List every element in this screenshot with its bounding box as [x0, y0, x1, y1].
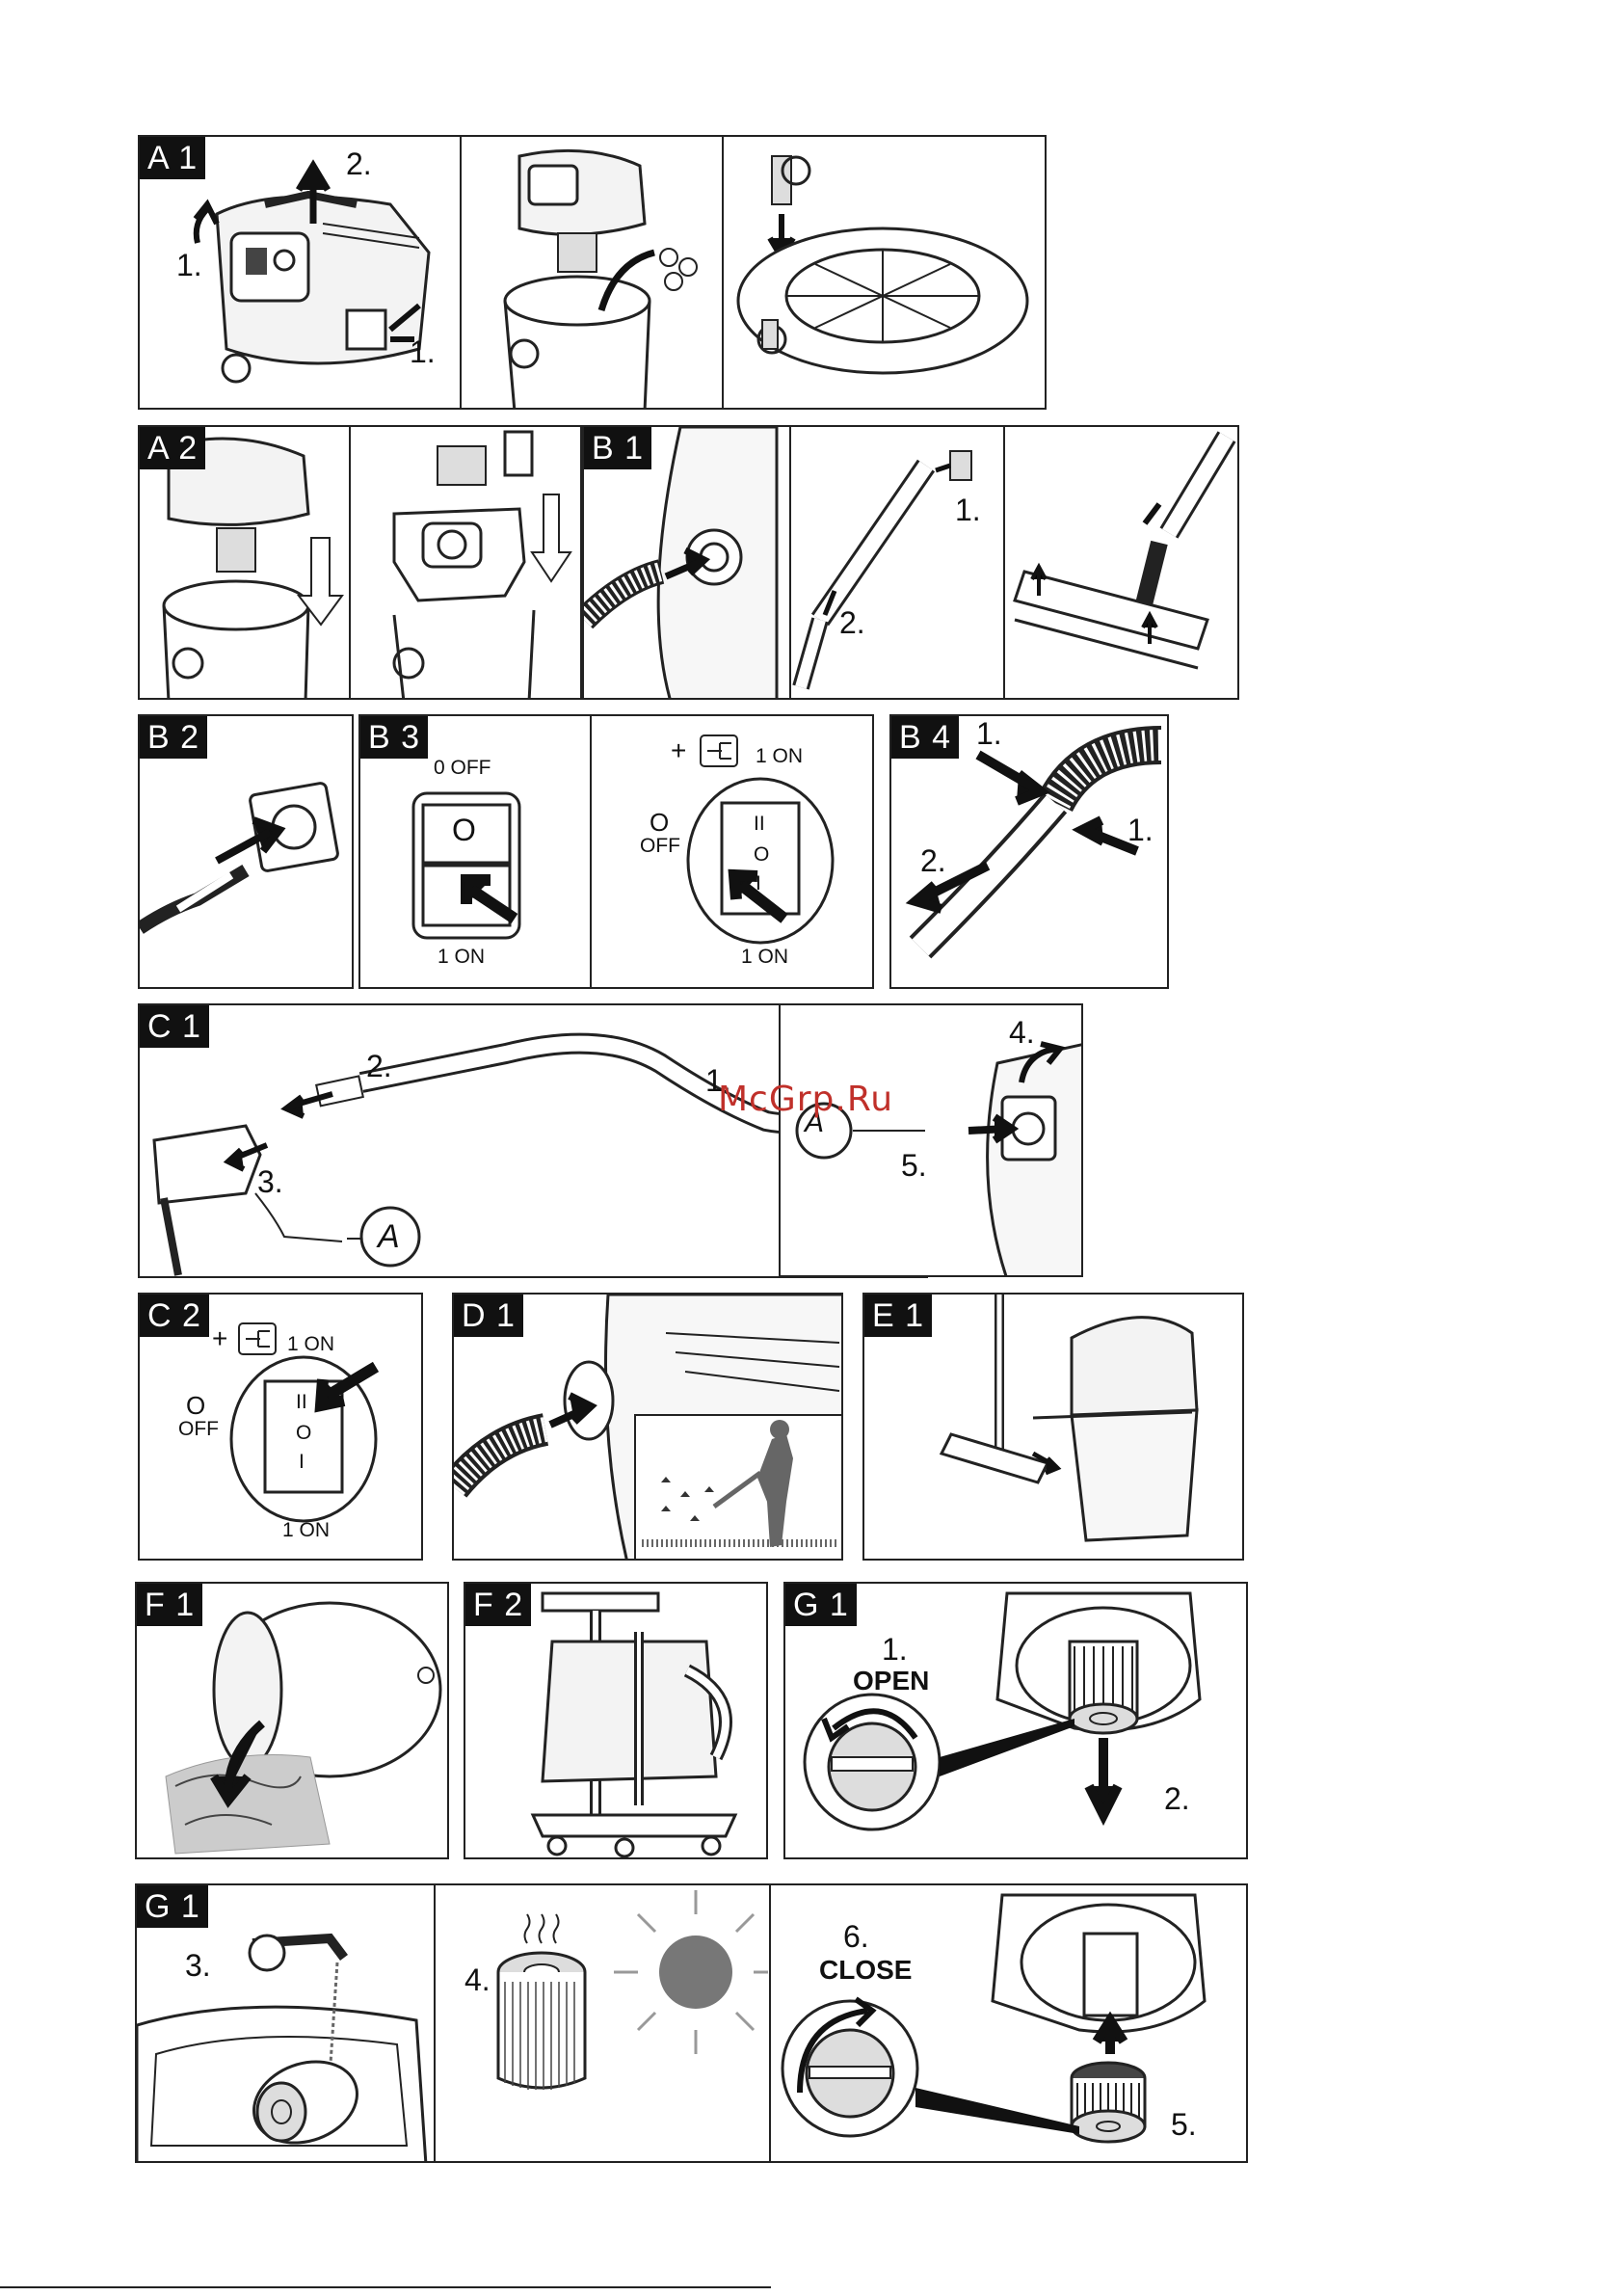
- tag-c2: C 2: [140, 1295, 209, 1337]
- panel-f1: F 1: [135, 1582, 449, 1859]
- g1b-step-4: 4.: [464, 1962, 491, 1998]
- c1-step-2: 2.: [366, 1049, 392, 1084]
- b3-switch-i2: I: [756, 872, 761, 895]
- b1-step-1: 1.: [955, 493, 981, 528]
- b3-switch-o: O: [452, 813, 476, 848]
- b3-off-word: OFF: [640, 835, 680, 858]
- g1-step-1: 1.: [882, 1632, 908, 1668]
- g1-open-label: OPEN: [853, 1666, 929, 1696]
- c2-o-label: O: [186, 1391, 205, 1421]
- tag-b2: B 2: [140, 716, 207, 759]
- c2-off-word: OFF: [178, 1418, 219, 1441]
- panel-e1: E 1: [862, 1293, 1244, 1561]
- tag-g1b: G 1: [137, 1885, 208, 1928]
- panel-a1: A 1 1. 2. 1.: [138, 135, 1047, 410]
- tag-d1: D 1: [454, 1295, 523, 1337]
- floor-nozzle-illustration: [1005, 427, 1239, 700]
- b4-step-1b: 1.: [1127, 813, 1154, 848]
- b1-step-2: 2.: [839, 605, 865, 641]
- a1-step-1: 1.: [176, 248, 202, 283]
- panel-g1-open: G 1 1. OPEN 2.: [783, 1582, 1248, 1859]
- a2-cell-2: [351, 427, 582, 698]
- watermark: McGrp.Ru: [718, 1080, 893, 1119]
- b4-step-1: 1.: [976, 716, 1002, 752]
- b3-plus: +: [671, 735, 686, 766]
- panel-b4: B 4 1. 2. 1.: [889, 714, 1169, 989]
- a1-cell-2: [462, 137, 724, 408]
- g1b-step-3: 3.: [185, 1948, 211, 1984]
- tag-f1: F 1: [137, 1584, 202, 1626]
- tag-b3: B 3: [360, 716, 428, 759]
- c1-step-5: 5.: [901, 1148, 927, 1184]
- filter-bag-illustration: [351, 427, 582, 700]
- b3-on-label-3: 1 ON: [741, 946, 788, 969]
- g1b-step-5: 5.: [1171, 2107, 1197, 2143]
- castor-base-illustration: [724, 137, 1047, 410]
- c2-on-label: 1 ON: [287, 1333, 334, 1356]
- plug-icon-and-switch: [592, 716, 874, 989]
- vacuum-open-castors-illustration: [462, 137, 724, 410]
- tag-a2: A 2: [140, 427, 205, 469]
- c2-switch-ii: II: [296, 1391, 307, 1414]
- socket-on-vacuum-illustration: [781, 1005, 1083, 1277]
- handle-tube-illustration: [791, 427, 1005, 700]
- g1b-cell-3: 6. CLOSE 5.: [771, 1885, 1248, 2161]
- panel-b1: B 1 1. 2.: [582, 425, 1239, 700]
- tag-g1a: G 1: [785, 1584, 857, 1626]
- b3-cell-2: + 1 ON O OFF II O I 1 ON: [592, 716, 874, 987]
- b3-switch-o2: O: [754, 843, 769, 867]
- a1-cell-3: [724, 137, 1047, 408]
- a1-step-1b: 1.: [410, 334, 436, 370]
- b3-o-label: O: [650, 808, 669, 838]
- panel-b2: B 2: [138, 714, 354, 989]
- tag-a1: A 1: [140, 137, 205, 179]
- tag-f2: F 2: [465, 1584, 531, 1626]
- panel-d1: D 1: [452, 1293, 843, 1561]
- panel-b3: B 3 0 OFF O I 1 ON + 1 ON O OFF II O I 1…: [358, 714, 874, 989]
- b3-switch-ii: II: [754, 813, 765, 836]
- g1-step-2: 2.: [1164, 1781, 1190, 1817]
- panel-f2: F 2: [464, 1582, 768, 1859]
- c1-step-3: 3.: [257, 1164, 283, 1200]
- b3-off-label: 0 OFF: [434, 757, 491, 780]
- tag-b4: B 4: [891, 716, 959, 759]
- c2-plus: +: [212, 1323, 227, 1354]
- g1b-cell-2: 4.: [436, 1885, 771, 2161]
- g1b-close-label: CLOSE: [819, 1955, 912, 1986]
- panel-a2: A 2: [138, 425, 582, 700]
- footer-rule: [0, 2286, 771, 2288]
- c2-on-label-2: 1 ON: [282, 1519, 330, 1542]
- b1-cell-2: 1. 2.: [791, 427, 1005, 698]
- b3-switch-i: I: [460, 875, 468, 911]
- c1-marker-a: A: [378, 1218, 400, 1256]
- b4-step-2: 2.: [920, 843, 946, 879]
- tag-b1: B 1: [584, 427, 651, 469]
- b1-cell-3: [1005, 427, 1239, 698]
- tag-e1: E 1: [864, 1295, 932, 1337]
- c2-switch-o: O: [296, 1422, 311, 1445]
- panel-c1-inset: A 4. 5.: [779, 1003, 1083, 1277]
- panel-c2: C 2 + 1 ON O OFF II O I 1 ON: [138, 1293, 423, 1561]
- tag-c1: C 1: [140, 1005, 209, 1048]
- a1-step-2: 2.: [346, 147, 372, 182]
- c2-switch-i: I: [299, 1451, 305, 1474]
- g1b-step-6: 6.: [843, 1919, 869, 1955]
- c1-step-4: 4.: [1009, 1015, 1035, 1051]
- b3-on-label: 1 ON: [438, 946, 485, 969]
- dry-filter-sun-illustration: [436, 1885, 771, 2163]
- panel-g1-clean: G 1 3. 4.: [135, 1883, 1248, 2163]
- b3-on-label-2: 1 ON: [756, 745, 803, 768]
